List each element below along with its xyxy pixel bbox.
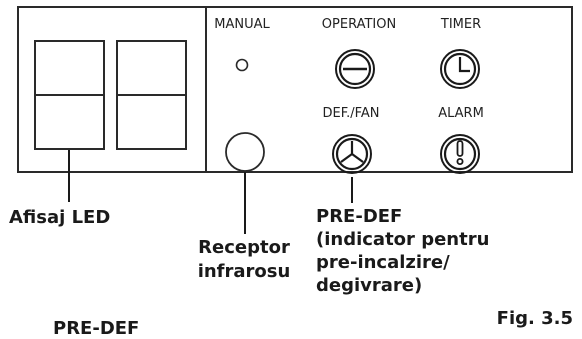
receptor-caption-line1: Receptor	[198, 237, 290, 258]
led-segment-top	[116, 40, 187, 96]
alarm-label: ALARM	[438, 106, 484, 121]
predef-caption: PRE-DEF (indicator pentru pre-incalzire/…	[316, 205, 489, 297]
manual-indicator-icon	[235, 58, 249, 72]
led-segment-bottom	[34, 94, 105, 150]
control-panel	[17, 6, 573, 173]
predef-caption-line1: PRE-DEF	[316, 206, 403, 227]
timer-button[interactable]	[437, 46, 483, 92]
predef-caption-line2: (indicator pentru	[316, 229, 490, 250]
predef-caption-line4: degivrare)	[316, 275, 423, 296]
figure-label: Fig. 3.5	[496, 308, 573, 329]
led-callout-line	[68, 150, 70, 202]
timer-label: TIMER	[440, 17, 482, 32]
predef-caption-line3: pre-incalzire/	[316, 252, 450, 273]
led-segment-bottom	[116, 94, 187, 150]
operation-button[interactable]	[332, 46, 378, 92]
led-digit-1	[34, 40, 105, 150]
led-display-caption: Afisaj LED	[9, 207, 111, 228]
operation-label: OPERATION	[321, 17, 397, 32]
def-fan-button[interactable]	[329, 131, 375, 177]
receptor-caption-line2: infrarosu	[197, 261, 291, 282]
receptor-callout-line	[244, 172, 246, 234]
panel-divider	[205, 6, 207, 173]
alarm-button[interactable]	[437, 131, 483, 177]
led-segment-top	[34, 40, 105, 96]
receptor-caption: Receptor infrarosu	[198, 236, 291, 284]
def-fan-label: DEF./FAN	[322, 106, 380, 121]
manual-label: MANUAL	[214, 17, 270, 32]
bottom-caption: PRE-DEF	[53, 318, 140, 339]
predef-callout-line	[351, 177, 353, 203]
infrared-receptor-icon	[225, 132, 265, 172]
led-digit-2	[116, 40, 187, 150]
